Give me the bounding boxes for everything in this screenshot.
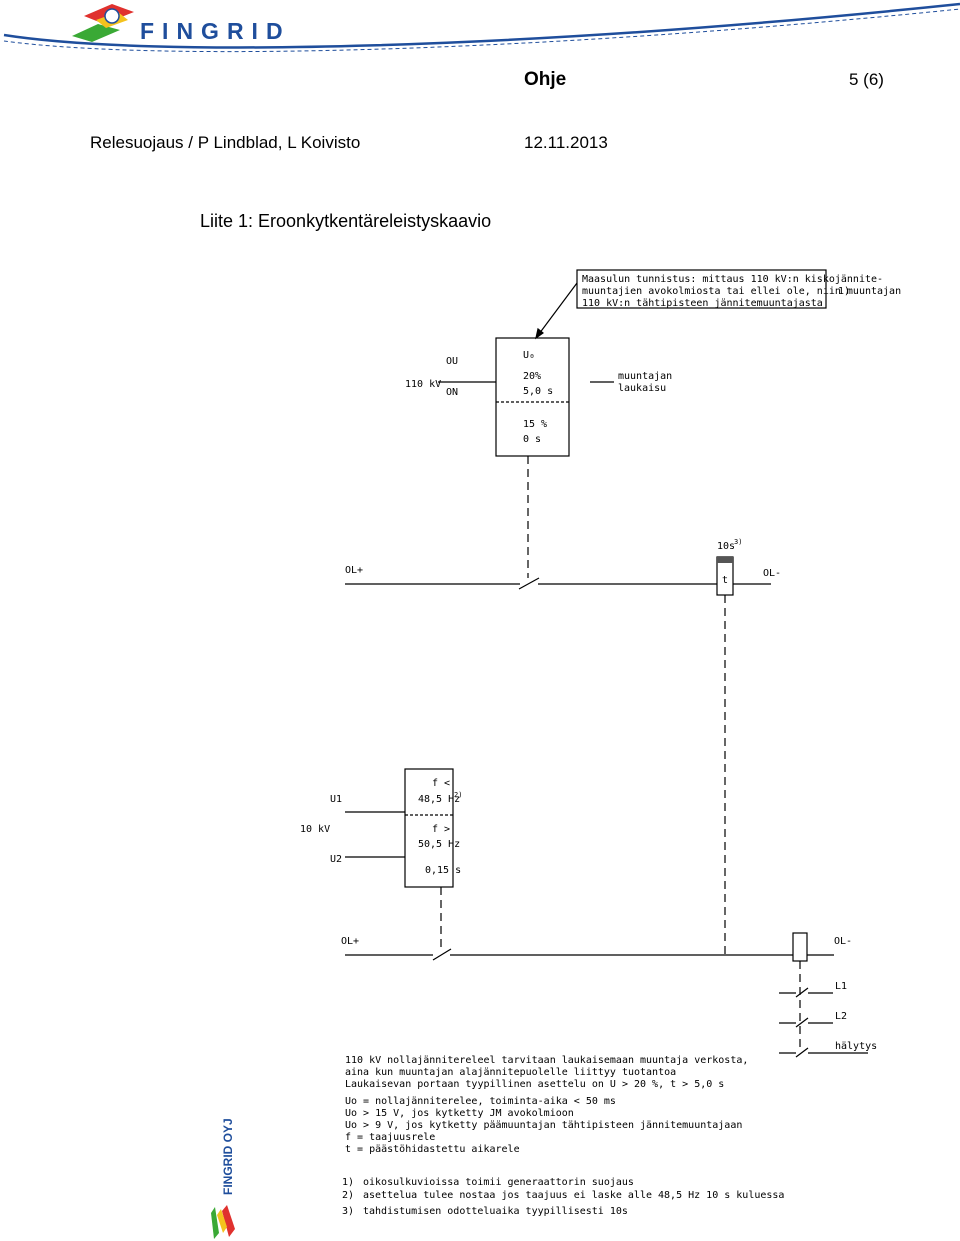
notes2-line-2: Uo > 15 V, jos kytketty JM avokolmioon <box>345 1108 574 1119</box>
c2-ol-minus: OL- <box>834 936 852 947</box>
r1-set2-time: 0 s <box>523 434 541 445</box>
r2-under-value: 48,5 Hz <box>418 794 460 805</box>
notes1-line-2: aina kun muuntajan alajännitepuolelle li… <box>345 1067 676 1078</box>
notes1-line-3: Laukaisevan portaan tyypillinen asettelu… <box>345 1079 724 1090</box>
notes2-line-3: Uo > 9 V, jos kytketty päämuuntajan täht… <box>345 1120 742 1131</box>
r1-output-2: laukaisu <box>618 383 666 394</box>
page-number: 5 (6) <box>849 70 884 89</box>
footnote-1-num: 1) <box>342 1177 354 1188</box>
footnote-2-text: asettelua tulee nostaa jos taajuus ei la… <box>363 1190 784 1201</box>
r1-input-top: OU <box>446 356 458 367</box>
note-line-2: muuntajien avokolmiosta tai ellei ole, n… <box>582 286 901 297</box>
footnote-3-text: tahdistumisen odotteluaika tyypillisesti… <box>363 1206 628 1217</box>
notes2-line-5: t = päästöhidastettu aikarele <box>345 1144 520 1155</box>
r1-set2-value: 15 % <box>523 419 547 430</box>
notes1-line-1: 110 kV nollajännitereleel tarvitaan lauk… <box>345 1055 748 1066</box>
c1-ol-minus: OL- <box>763 568 781 579</box>
footnote-1-text: oikosulkuvioissa toimii generaattorin su… <box>363 1177 634 1188</box>
notes2-line-1: Uo = nollajännitereleе, toiminta-aika < … <box>345 1096 616 1107</box>
r1-output-1: muuntajan <box>618 371 672 382</box>
output-alarm: hälytys <box>835 1041 877 1052</box>
note-line-3: 110 kV:n tähtipisteen jännitemuuntajasta <box>582 298 823 309</box>
footnote-2-num: 2) <box>342 1190 354 1201</box>
doc-date: 12.11.2013 <box>524 133 608 152</box>
timer-label: 10s <box>717 541 735 552</box>
r2-over-time: 0,15 s <box>425 865 461 876</box>
r1-input-bottom: ON <box>446 387 458 398</box>
output-relay-box <box>792 932 808 962</box>
relay-u0-box <box>495 337 570 457</box>
r2-input-bottom-label: U2 <box>330 854 342 865</box>
r2-under-ref: 2) <box>454 791 462 799</box>
note-line-1: Maasulun tunnistus: mittaus 110 kV:n kis… <box>582 274 883 285</box>
footer-brand: FINGRID OYJ <box>221 1118 235 1195</box>
note-ref: 1) <box>838 286 850 297</box>
r2-input-top-label: U1 <box>330 794 342 805</box>
header-logo-band: FINGRID <box>3 2 960 53</box>
output-l1: L1 <box>835 981 847 992</box>
r2-under-f: f < <box>432 778 450 789</box>
r2-voltage: 10 kV <box>300 824 330 835</box>
c1-ol-plus: OL+ <box>345 565 363 576</box>
note-arrow <box>535 282 578 339</box>
note-box <box>576 269 827 309</box>
doc-type: Ohje <box>524 69 567 90</box>
relay-f-box <box>404 768 454 888</box>
page-title: Liite 1: Eroonkytkentäreleistyskaavio <box>200 211 492 231</box>
notes2-line-4: f = taajuusrele <box>345 1132 435 1143</box>
r1-title: U₀ <box>523 350 535 361</box>
c2-ol-plus: OL+ <box>341 936 359 947</box>
fingrid-emblem-icon <box>211 1205 235 1239</box>
r1-set1-time: 5,0 s <box>523 386 553 397</box>
r2-over-f: f > <box>432 824 450 835</box>
r2-over-value: 50,5 Hz <box>418 839 460 850</box>
timer-ref: 3) <box>734 538 742 546</box>
timer-symbol: t <box>722 575 728 586</box>
footnote-3-num: 3) <box>342 1206 354 1217</box>
output-l2: L2 <box>835 1011 847 1022</box>
footer-logo: FINGRID OYJ <box>211 1118 235 1239</box>
r1-set1-value: 20% <box>523 371 541 382</box>
brand-name: FINGRID <box>140 18 291 44</box>
author-line: Relesuojaus / P Lindblad, L Koivisto <box>90 133 361 152</box>
fingrid-emblem-icon <box>72 4 134 42</box>
circuit2-contact <box>432 948 452 961</box>
circuit1-contact <box>518 577 540 590</box>
r1-voltage: 110 kV <box>405 379 441 390</box>
